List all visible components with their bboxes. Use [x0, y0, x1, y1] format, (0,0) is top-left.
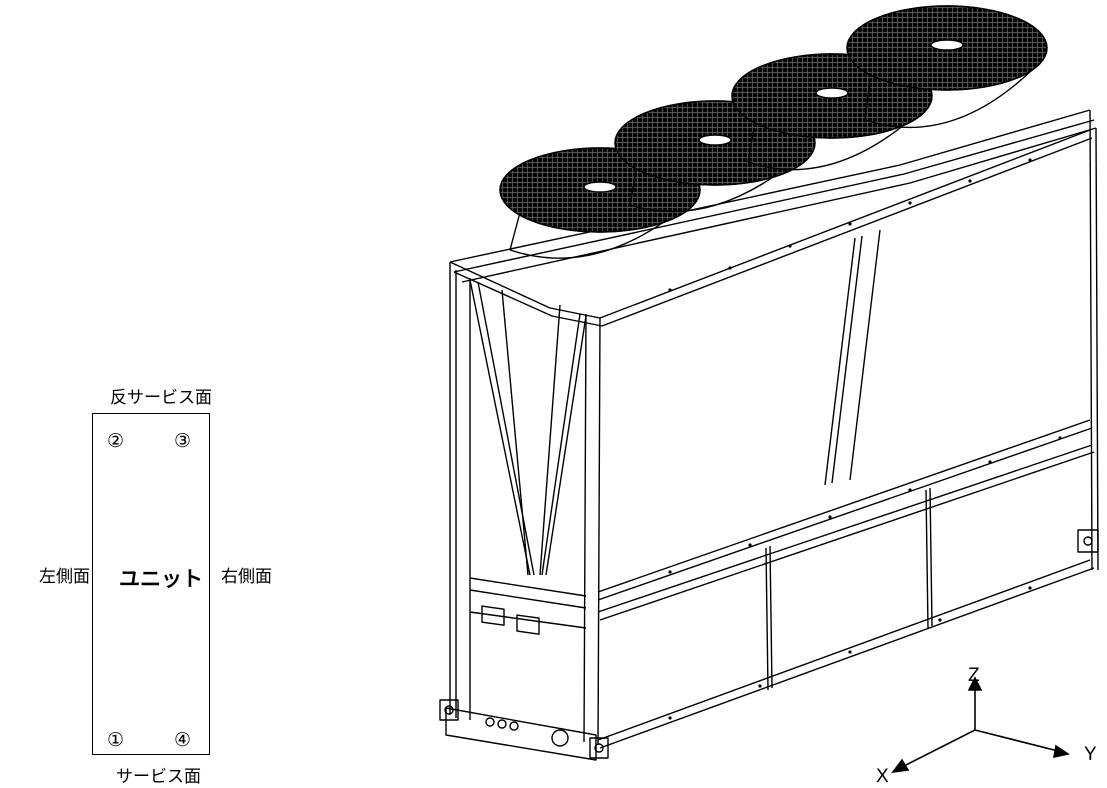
left-side-label: 左側面	[39, 567, 90, 587]
right-foot-bolt	[1083, 536, 1093, 546]
z-axis-arrow	[967, 676, 983, 691]
x-axis-arrow	[891, 758, 910, 774]
unit-plan-box	[92, 413, 210, 755]
axis-indicator	[891, 676, 1071, 774]
condenser-unit-drawing	[439, 5, 1099, 761]
right-side-label: 右側面	[221, 567, 272, 587]
corner-2-label: ②	[107, 430, 125, 452]
corner-1-label: ①	[107, 729, 125, 751]
unit-body	[449, 109, 1099, 749]
x-axis-label: X	[876, 766, 889, 787]
corner-3-label: ③	[174, 430, 192, 452]
y-axis-label: Y	[1084, 744, 1097, 765]
z-axis-label: Z	[968, 665, 980, 686]
unit-left-end	[439, 262, 609, 761]
y-axis-arrow	[1052, 744, 1071, 759]
x-axis-line	[899, 729, 976, 769]
corner-4-label: ④	[174, 729, 192, 751]
right-foot	[1077, 529, 1099, 553]
top-side-label: 反サービス面	[110, 388, 212, 408]
fan-4	[846, 5, 1048, 129]
unit-label: ユニット	[119, 567, 203, 591]
bottom-side-label: サービス面	[116, 767, 201, 787]
y-axis-line	[974, 729, 1063, 753]
